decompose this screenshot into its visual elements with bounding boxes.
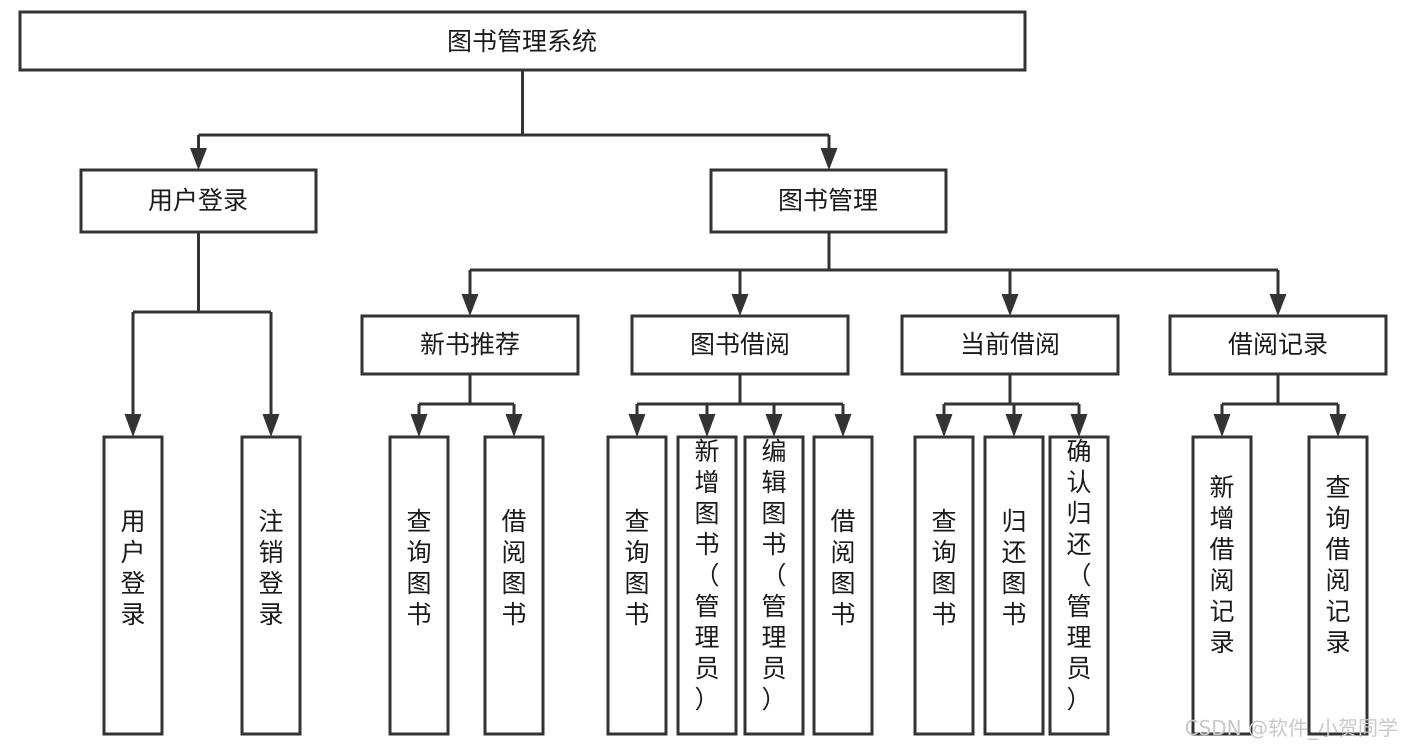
leaf-bb-add-book-label: 新增图书（管理员） bbox=[694, 437, 719, 714]
leaf-bb-add-book-box[interactable] bbox=[676, 435, 738, 736]
node-user-login[interactable]: 用户登录 bbox=[79, 168, 318, 234]
node-root-box[interactable] bbox=[18, 10, 1027, 72]
arrow-to-new-book bbox=[461, 294, 479, 316]
leaf-node[interactable]: 查询借阅记录 bbox=[1307, 435, 1369, 736]
leaf-node[interactable]: 新增图书（管理员） bbox=[676, 435, 738, 736]
node-borrow-records[interactable]: 借阅记录 bbox=[1168, 314, 1388, 376]
node-book-management[interactable]: 图书管理 bbox=[709, 168, 948, 234]
leaf-node[interactable]: 借阅图书 bbox=[483, 435, 545, 736]
leaf-user-login-box[interactable] bbox=[102, 435, 164, 736]
leaf-br-add-record-box[interactable] bbox=[1191, 435, 1253, 736]
arrow-bb-leaf1 bbox=[628, 414, 646, 437]
leaf-logout-label: 注销登录 bbox=[258, 507, 283, 629]
leaf-node[interactable]: 归还图书 bbox=[983, 435, 1045, 736]
node-book-borrow-label: 图书借阅 bbox=[690, 330, 790, 359]
leaf-cb-confirm-return-box[interactable] bbox=[1048, 435, 1110, 736]
csdn-watermark: CSDN @软件_小贺同学 bbox=[1185, 716, 1398, 740]
arrow-nb-leaf2 bbox=[505, 414, 523, 437]
node-current-borrow-box[interactable] bbox=[900, 314, 1120, 376]
node-current-borrow[interactable]: 当前借阅 bbox=[900, 314, 1120, 376]
node-root-label: 图书管理系统 bbox=[447, 27, 597, 56]
node-borrow-records-label: 借阅记录 bbox=[1228, 330, 1328, 359]
leaf-logout-box[interactable] bbox=[240, 435, 302, 736]
arrow-br-leaf1 bbox=[1213, 414, 1231, 437]
leaf-nb-borrow-book-box[interactable] bbox=[483, 435, 545, 736]
leaf-node[interactable]: 新增借阅记录 bbox=[1191, 435, 1253, 736]
node-user-login-box[interactable] bbox=[79, 168, 318, 234]
leaf-cb-return-book-label: 归还图书 bbox=[1001, 507, 1026, 629]
leaf-bb-borrow-book-label: 借阅图书 bbox=[830, 507, 855, 629]
node-borrow-records-box[interactable] bbox=[1168, 314, 1388, 376]
leaf-node[interactable]: 借阅图书 bbox=[812, 435, 874, 736]
leaf-cb-query-book-box[interactable] bbox=[913, 435, 975, 736]
leaf-br-add-record-label: 新增借阅记录 bbox=[1209, 473, 1234, 657]
arrow-to-leaf-logout bbox=[262, 414, 280, 437]
leaf-bb-query-book-box[interactable] bbox=[606, 435, 668, 736]
node-new-book-recommend-box[interactable] bbox=[360, 314, 580, 376]
arrow-cb-leaf3 bbox=[1070, 414, 1088, 437]
arrow-to-book-borrow bbox=[731, 294, 749, 316]
leaf-node[interactable]: 查询图书 bbox=[388, 435, 450, 736]
leaf-user-login-label: 用户登录 bbox=[120, 507, 145, 629]
arrow-bb-leaf4 bbox=[834, 414, 852, 437]
arrow-bb-leaf3 bbox=[765, 414, 783, 437]
leaf-bb-edit-book-box[interactable] bbox=[743, 435, 805, 736]
leaf-node[interactable]: 查询图书 bbox=[606, 435, 668, 736]
node-book-management-label: 图书管理 bbox=[778, 186, 878, 215]
arrow-to-user-login bbox=[190, 148, 207, 170]
arrow-nb-leaf1 bbox=[410, 414, 428, 437]
leaf-node[interactable]: 用户登录 bbox=[102, 435, 164, 736]
node-book-borrow[interactable]: 图书借阅 bbox=[630, 314, 850, 376]
node-new-book-recommend[interactable]: 新书推荐 bbox=[360, 314, 580, 376]
arrow-cb-leaf1 bbox=[935, 414, 953, 437]
leaf-node[interactable]: 编辑图书（管理员） bbox=[743, 435, 805, 736]
leaf-cb-return-book-box[interactable] bbox=[983, 435, 1045, 736]
arrow-to-leaf-user-login bbox=[124, 414, 142, 437]
arrow-br-leaf2 bbox=[1329, 414, 1347, 437]
leaf-nb-query-book-label: 查询图书 bbox=[406, 507, 431, 629]
arrow-to-book-mgmt bbox=[820, 148, 838, 170]
arrow-to-borrow-records bbox=[1269, 294, 1287, 316]
leaf-node[interactable]: 注销登录 bbox=[240, 435, 302, 736]
leaf-node[interactable]: 确认归还（管理员） bbox=[1048, 435, 1110, 736]
leaf-node[interactable]: 查询图书 bbox=[913, 435, 975, 736]
leaf-br-query-record-label: 查询借阅记录 bbox=[1325, 473, 1350, 657]
node-root-system[interactable]: 图书管理系统 bbox=[18, 10, 1027, 72]
leaf-br-query-record-box[interactable] bbox=[1307, 435, 1369, 736]
node-current-borrow-label: 当前借阅 bbox=[960, 330, 1060, 359]
arrow-bb-leaf2 bbox=[698, 414, 716, 437]
node-user-login-label: 用户登录 bbox=[148, 186, 248, 215]
leaf-bb-edit-book-label: 编辑图书（管理员） bbox=[761, 437, 786, 714]
arrow-cb-leaf2 bbox=[1005, 414, 1023, 437]
leaf-bb-query-book-label: 查询图书 bbox=[624, 507, 649, 629]
leaf-bb-borrow-book-box[interactable] bbox=[812, 435, 874, 736]
leaf-cb-query-book-label: 查询图书 bbox=[931, 507, 956, 629]
node-book-borrow-box[interactable] bbox=[630, 314, 850, 376]
node-book-management-box[interactable] bbox=[709, 168, 948, 234]
node-new-book-recommend-label: 新书推荐 bbox=[420, 330, 520, 359]
leaf-nb-borrow-book-label: 借阅图书 bbox=[501, 507, 526, 629]
arrow-to-current-borrow bbox=[1001, 294, 1019, 316]
connectors-group bbox=[124, 70, 1347, 437]
leaf-cb-confirm-return-label: 确认归还（管理员） bbox=[1066, 437, 1091, 714]
leaf-nb-query-book-box[interactable] bbox=[388, 435, 450, 736]
